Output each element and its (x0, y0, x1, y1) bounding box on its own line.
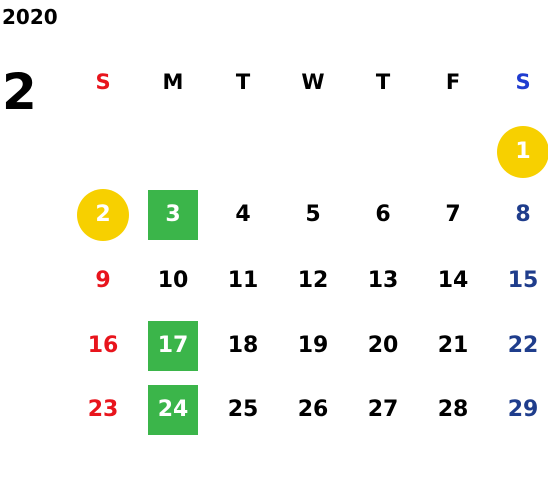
day-cell[interactable]: 11 (227, 268, 259, 293)
day-cell[interactable]: 28 (437, 397, 469, 422)
day-cell[interactable]: 7 (445, 202, 461, 227)
month-number: 2 (2, 63, 37, 121)
day-cell[interactable]: 16 (87, 333, 119, 358)
day-cell[interactable]: 9 (95, 268, 111, 293)
day-cell[interactable]: 6 (375, 202, 391, 227)
day-cell[interactable]: 25 (227, 397, 259, 422)
day-cell[interactable]: 23 (87, 397, 119, 422)
day-cell-highlight-square[interactable]: 3 (148, 190, 198, 240)
day-cell[interactable]: 13 (367, 268, 399, 293)
weekday-header: W (301, 70, 325, 94)
weekday-header: T (375, 70, 391, 94)
day-cell[interactable]: 12 (297, 268, 329, 293)
weekday-header: S (95, 70, 111, 94)
day-cell[interactable]: 4 (235, 202, 251, 227)
day-cell[interactable]: 20 (367, 333, 399, 358)
day-cell[interactable]: 26 (297, 397, 329, 422)
day-cell[interactable]: 5 (305, 202, 321, 227)
day-cell[interactable]: 27 (367, 397, 399, 422)
day-cell[interactable]: 18 (227, 333, 259, 358)
weekday-header: F (445, 70, 461, 94)
day-cell[interactable]: 10 (157, 268, 189, 293)
day-cell-highlight-circle[interactable]: 2 (77, 189, 129, 241)
day-cell[interactable]: 14 (437, 268, 469, 293)
weekday-header: T (235, 70, 251, 94)
weekday-header: S (515, 70, 531, 94)
weekday-header: M (162, 70, 184, 94)
day-cell[interactable]: 29 (507, 397, 539, 422)
day-cell-highlight-square[interactable]: 24 (148, 385, 198, 435)
day-cell[interactable]: 22 (507, 333, 539, 358)
year-label: 2020 (2, 5, 58, 29)
day-cell-highlight-circle[interactable]: 1 (497, 126, 548, 178)
day-cell[interactable]: 19 (297, 333, 329, 358)
day-cell[interactable]: 15 (507, 268, 539, 293)
day-cell[interactable]: 21 (437, 333, 469, 358)
day-cell[interactable]: 8 (515, 202, 531, 227)
day-cell-highlight-square[interactable]: 17 (148, 321, 198, 371)
